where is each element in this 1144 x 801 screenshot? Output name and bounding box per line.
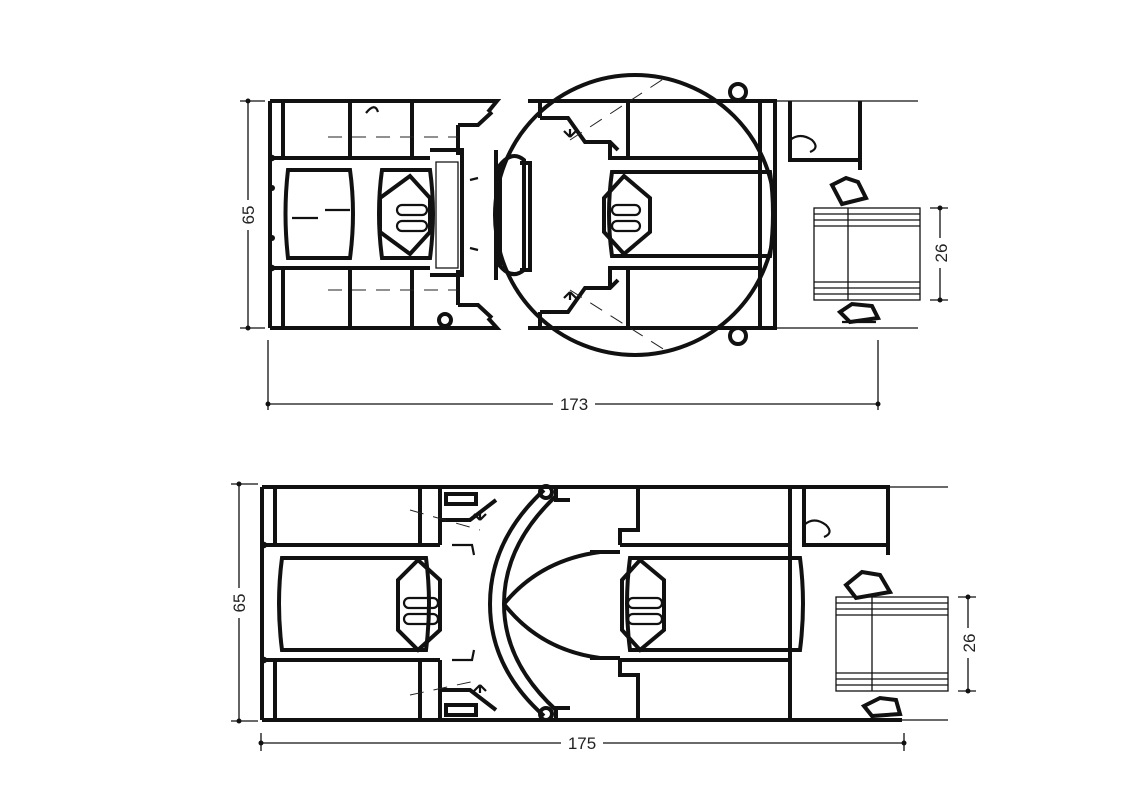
bottom-height-label: 65 (230, 594, 249, 613)
bottom-width-label: 175 (568, 734, 596, 753)
top-section: 65 26 173 (238, 73, 951, 414)
bottom-glazing-unit (790, 486, 949, 721)
bottom-width-dimension: 175 (258, 733, 907, 753)
bottom-section: 65 26 175 (229, 481, 979, 753)
top-height-label: 65 (239, 206, 258, 225)
top-width-label: 173 (560, 395, 588, 414)
top-pivot-circle (493, 73, 777, 357)
bottom-frame-outline (260, 484, 902, 722)
top-glazing-unit (775, 100, 921, 329)
top-glazing-dimension: 26 (930, 205, 951, 303)
bottom-glazing-dimension: 26 (958, 594, 979, 694)
bottom-glazing-label: 26 (960, 634, 979, 653)
top-width-dimension: 173 (265, 340, 881, 414)
bottom-height-dimension: 65 (229, 481, 258, 724)
top-frame-outline (268, 99, 502, 330)
top-glazing-label: 26 (932, 244, 951, 263)
top-height-dimension: 65 (238, 98, 265, 331)
